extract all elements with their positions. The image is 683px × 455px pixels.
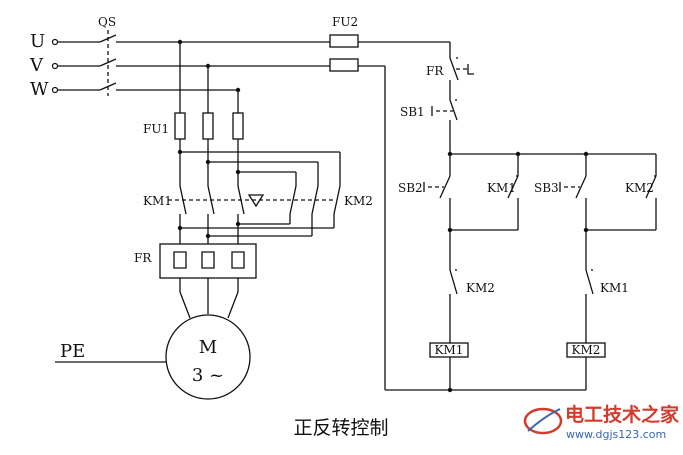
logo-icon <box>523 407 563 435</box>
fu2-fuse-top <box>329 34 359 48</box>
motor <box>165 314 251 400</box>
main-circuit-wiring-3 <box>179 214 335 252</box>
junction-dot <box>177 149 183 155</box>
qs-label: QS <box>98 15 116 29</box>
motor-leads <box>179 278 239 319</box>
km2-coil <box>566 342 606 358</box>
km1-coil-label: KM1 <box>435 343 464 357</box>
junction-dot <box>447 151 453 157</box>
junction-dot <box>583 151 589 157</box>
diagram-caption: 正反转控制 <box>293 417 388 439</box>
main-circuit-wiring-2 <box>179 139 341 186</box>
fr-thermal-block <box>159 243 257 279</box>
junction-dot <box>447 387 453 393</box>
watermark-url: www.dgjs123.com <box>566 428 666 441</box>
qs-switch <box>58 30 330 96</box>
logo-swoosh-icon <box>527 408 561 432</box>
fr-main-label: FR <box>134 251 152 265</box>
km1-interlock-label: KM1 <box>600 281 629 295</box>
fu2-label: FU2 <box>332 15 358 29</box>
junction-dot <box>205 233 211 239</box>
km2-coil-label: KM2 <box>572 343 601 357</box>
km1-hold-label: KM1 <box>487 181 516 195</box>
terminal-u <box>51 38 59 46</box>
km2-interlock-label: KM2 <box>466 281 495 295</box>
watermark: 电工技术之家 www.dgjs123.com <box>523 403 680 441</box>
main-circuit-wiring <box>179 42 239 113</box>
motor-phase-label: 3 ~ <box>192 365 224 386</box>
phase-v-label: V <box>29 55 44 76</box>
km2-hold-label: KM2 <box>625 181 654 195</box>
terminal-w <box>51 86 59 94</box>
interlock-triangle-icon <box>247 194 265 208</box>
sb1-label: SB1 <box>400 105 425 119</box>
sb2-label: SB2 <box>398 181 423 195</box>
fr-ctrl-label: FR <box>426 64 444 78</box>
fr-thermal-elements <box>173 251 245 269</box>
junction-dot <box>447 227 453 233</box>
contact-marks <box>423 57 656 271</box>
junction-dot <box>177 225 183 231</box>
fu1-fuse-2 <box>202 112 214 140</box>
km1-main-label: KM1 <box>143 194 172 208</box>
phase-w-label: W <box>30 79 49 100</box>
watermark-name: 电工技术之家 <box>565 403 680 426</box>
phase-u-label: U <box>30 31 45 52</box>
fu1-fuse-1 <box>174 112 186 140</box>
km1-coil <box>429 342 469 358</box>
terminal-v <box>51 62 59 70</box>
fu1-label: FU1 <box>143 122 169 136</box>
junction-dot <box>235 221 241 227</box>
junction-dot <box>583 227 589 233</box>
fu2-fuse-bottom <box>329 58 359 72</box>
control-circuit-wiring <box>384 42 657 391</box>
junction-dot <box>205 159 211 165</box>
sb3-label: SB3 <box>534 181 559 195</box>
junction-dot <box>235 169 241 175</box>
junction-dot <box>515 151 521 157</box>
fu1-fuse-3 <box>232 112 244 140</box>
km2-main-label: KM2 <box>344 194 373 208</box>
motor-label: M <box>199 337 217 358</box>
pe-label: PE <box>60 341 85 362</box>
